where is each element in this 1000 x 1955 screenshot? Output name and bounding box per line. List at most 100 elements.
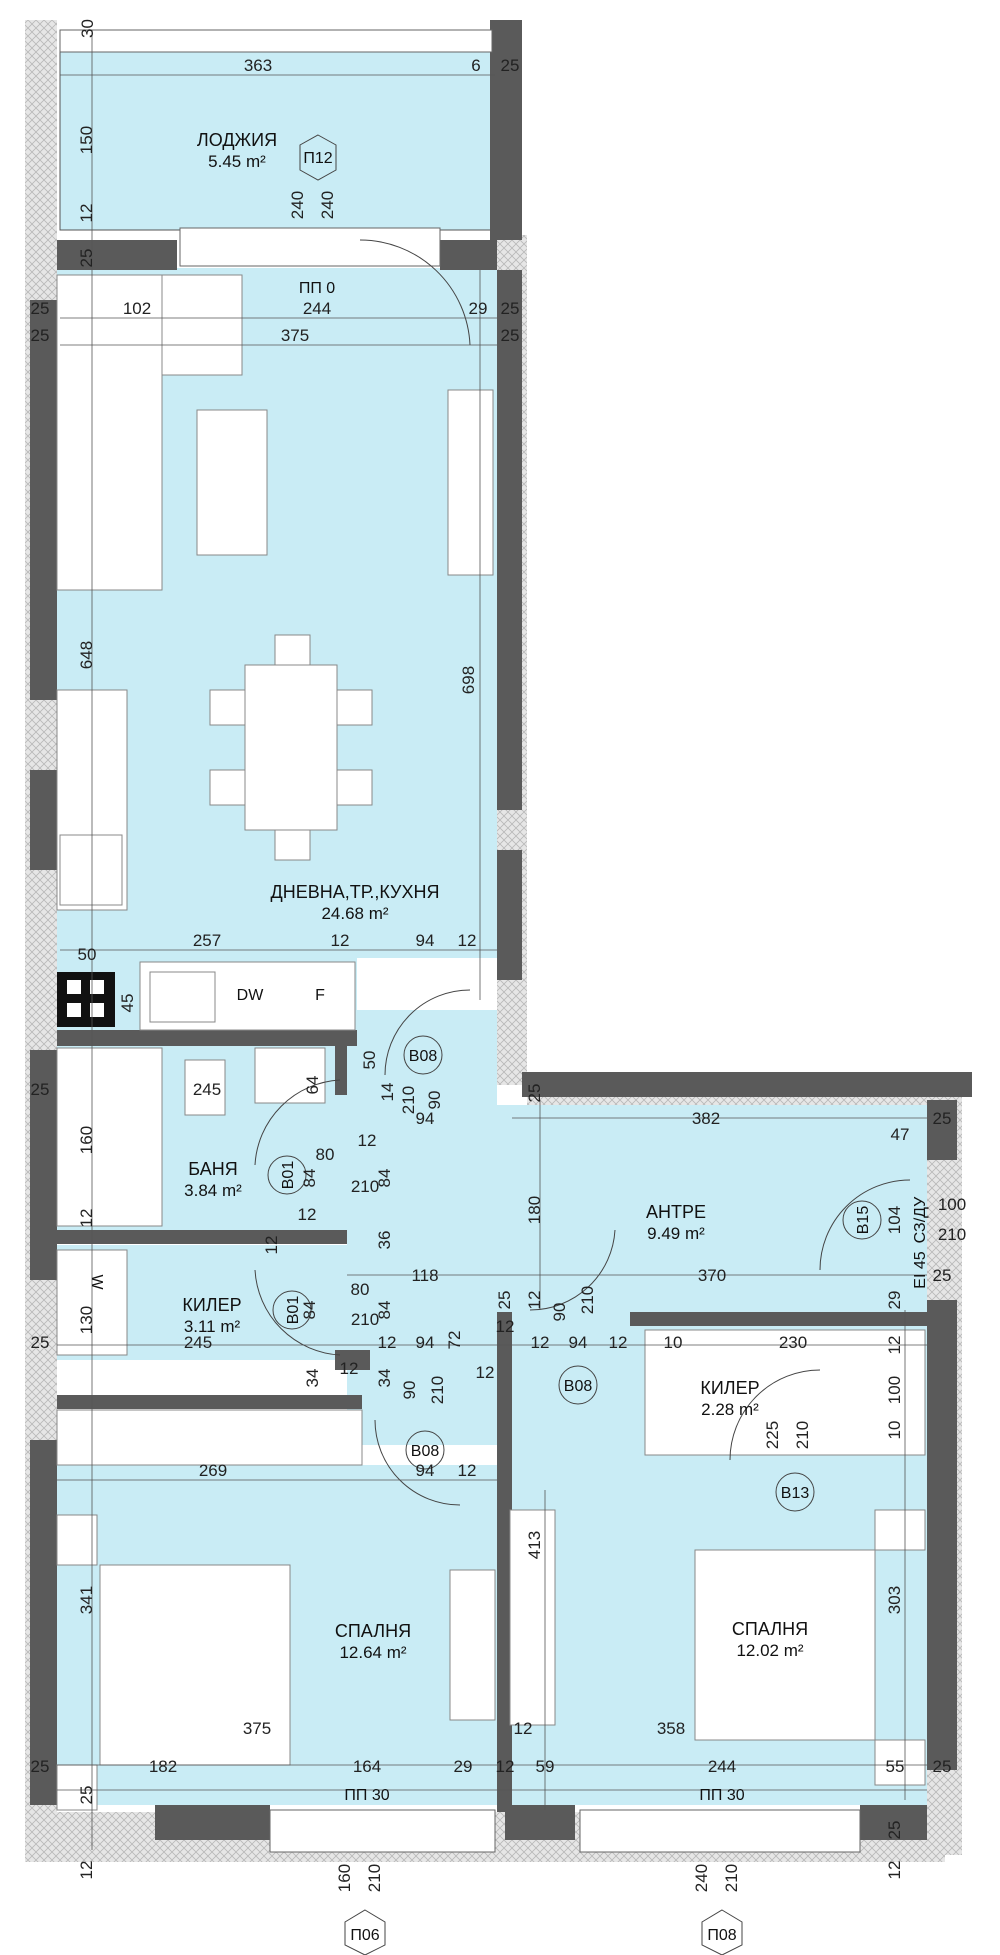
dim-label: 25 [501,299,520,318]
dim-label: 12 [340,1359,359,1378]
room-area-storage-left: 3.11 m² [184,1317,241,1336]
bed-left [99,1564,291,1766]
dim-label: 375 [281,326,309,345]
dim-label: 25 [77,1786,96,1805]
window-loggia-rail [59,29,493,53]
cooktop [59,834,123,906]
room-area-storage-right: 2.28 m² [701,1400,759,1419]
tv-unit [447,389,494,576]
dim-label: 210 [351,1310,379,1329]
dim-label: 25 [933,1109,952,1128]
room-area-bath: 3.84 m² [184,1181,242,1200]
nightstand-right-2 [874,1739,926,1786]
dimension-lines [57,30,927,1850]
dim-label: 80 [351,1280,370,1299]
tag-f: F [315,987,325,1004]
dim-label: 90 [400,1381,419,1400]
dim-label: 50 [78,945,97,964]
dim-label: 210 [938,1225,966,1244]
dim-label: 12 [531,1333,550,1352]
chair-4 [209,769,246,806]
tag-circle-b08-lower [405,1430,445,1470]
chair-1 [274,634,311,666]
dim-label: 104 [885,1206,904,1234]
dim-label: 12 [496,1317,515,1336]
dim-label: 100 [885,1376,904,1404]
dim-label: 12 [885,1861,904,1880]
dim-label: 100 [938,1195,966,1214]
tag-w: W [88,1274,105,1290]
dim-label: 80 [316,1145,335,1164]
tag-p12: П12 [303,150,332,167]
tag-hexagon-p12 [299,134,337,181]
dim-label: 84 [375,1301,394,1320]
toilet [184,1059,226,1116]
hall-corridor-floor [347,1010,497,1330]
room-area-loggia: 5.45 m² [208,152,266,171]
tag-ei45: EI 45 [912,1251,929,1288]
dim-label: 29 [454,1757,473,1776]
dim-label: 244 [303,299,331,318]
element-tags: П12 ПП 0 В08 В01 В01 В15 В08 В08 В13 СЗ/… [88,134,929,1955]
chair-2 [274,829,311,861]
dim-label: 72 [445,1331,464,1350]
tag-hexagon-p08 [701,1909,743,1955]
room-name-bedroom-right: СПАЛНЯ [732,1619,808,1639]
dim-label: 698 [459,666,478,694]
dim-label: 55 [886,1757,905,1776]
dim-label: 358 [657,1719,685,1738]
dim-label: 12 [331,931,350,950]
dim-label: 90 [425,1091,444,1110]
dim-label: 160 [77,1126,96,1154]
chair-3 [209,689,246,726]
dim-label: 6 [471,56,480,75]
dim-label: 210 [578,1286,597,1314]
wardrobe-left [56,1409,363,1466]
tag-b13: В13 [781,1485,810,1502]
dim-label: 245 [193,1080,221,1099]
dim-label: 363 [244,56,272,75]
dim-label: 102 [123,299,151,318]
storage-right-shelf [644,1329,926,1456]
nightstand-left-2 [56,1764,98,1811]
dim-label: 45 [118,994,137,1013]
tag-circle-b15 [842,1200,882,1240]
dim-label: 84 [300,1301,319,1320]
dim-label: 303 [885,1586,904,1614]
dim-label: 210 [351,1177,379,1196]
tag-b15: В15 [855,1206,872,1235]
dim-label: 12 [262,1236,281,1255]
dim-label: 94 [416,1333,435,1352]
tag-sz-du: СЗ/ДУ [912,1196,929,1244]
window-loggia [179,227,441,267]
tag-circle-b08-mid [558,1365,598,1405]
dim-label: 25 [495,1291,514,1310]
dim-label: 59 [536,1757,555,1776]
dim-label: 210 [428,1376,447,1404]
dim-label: 269 [199,1461,227,1480]
room-name-living: ДНЕВНА,ТР.,КУХНЯ [271,882,440,902]
tag-b08-lower: В08 [411,1443,440,1460]
dim-label: 12 [77,1209,96,1228]
tag-b01-bath: В01 [280,1161,297,1190]
room-name-storage-right: КИЛЕР [700,1378,759,1398]
dim-label: 34 [375,1369,394,1388]
dim-label: 25 [31,326,50,345]
dim-label: 90 [550,1303,569,1322]
dim-label: 25 [885,1821,904,1840]
room-name-storage-left: КИЛЕР [182,1295,241,1315]
dim-label: 130 [77,1306,96,1334]
dim-label: 94 [416,1461,435,1480]
dim-label: 25 [31,299,50,318]
tag-p08: П08 [707,1927,736,1944]
dim-label: 12 [458,931,477,950]
dim-label: 29 [469,299,488,318]
dim-label: 210 [722,1864,741,1892]
tag-b08-top: В08 [409,1048,438,1065]
dim-label: 94 [416,931,435,950]
wardrobe-right [509,1509,556,1726]
tag-hexagon-p06 [344,1909,386,1955]
dim-label: 25 [501,56,520,75]
tag-circle-b01-storage [272,1290,312,1330]
dim-label: 12 [476,1363,495,1382]
